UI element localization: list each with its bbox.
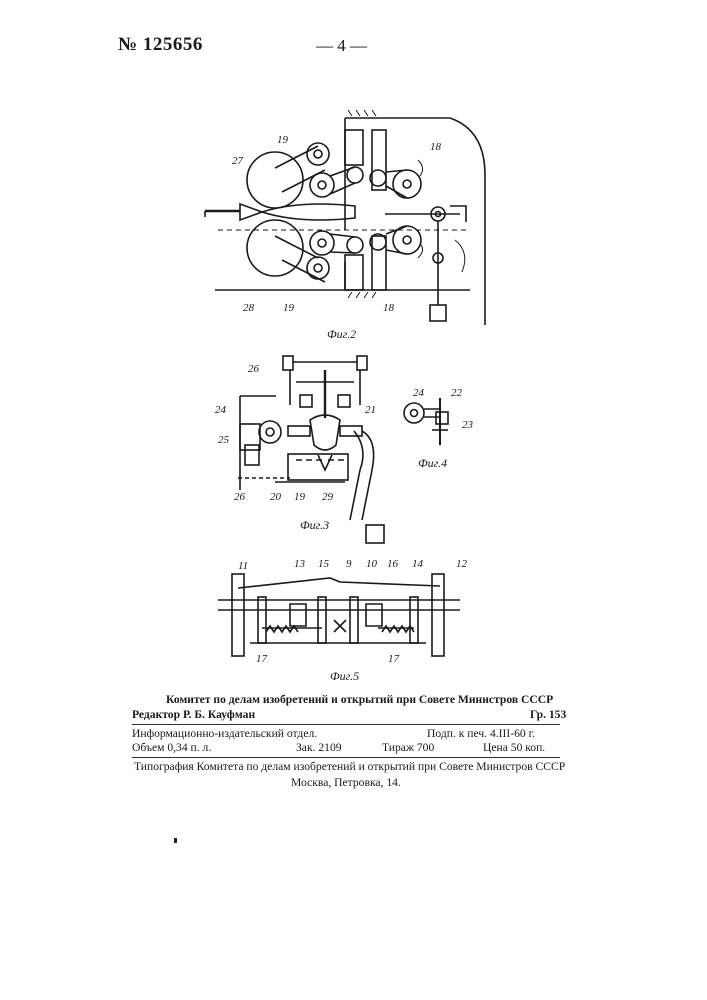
imprint-rule (132, 724, 560, 725)
margin-mark (174, 838, 177, 843)
imprint-order: Зак. 2109 (296, 741, 342, 755)
fig5-label: 15 (318, 558, 330, 570)
fig5-label: 17 (388, 653, 400, 665)
fig5-label: 13 (294, 558, 306, 570)
imprint-printing-house: Типография Комитета по делам изобретений… (134, 760, 565, 774)
imprint-rule (132, 757, 560, 758)
imprint-circulation: Тираж 700 (382, 741, 434, 755)
imprint-editor: Редактор Р. Б. Кауфман (132, 708, 255, 722)
imprint-volume: Объем 0,34 п. л. (132, 741, 211, 755)
fig5-label: 9 (346, 558, 352, 570)
imprint-dept: Информационно-издательский отдел. (132, 727, 317, 741)
imprint-signed: Подп. к печ. 4.III-60 г. (427, 727, 535, 741)
imprint-address: Москва, Петровка, 14. (291, 776, 401, 790)
fig5-label: 11 (238, 560, 248, 572)
fig5-label: 17 (256, 653, 268, 665)
fig5-label: 10 (366, 558, 378, 570)
fig5-caption: Фиг.5 (330, 669, 359, 683)
imprint-committee: Комитет по делам изобретений и открытий … (166, 693, 553, 707)
fig5-label: 16 (387, 558, 399, 570)
fig5-label: 12 (456, 558, 468, 570)
imprint-price: Цена 50 коп. (483, 741, 545, 755)
imprint-group: Гр. 153 (530, 708, 566, 722)
fig5-label: 14 (412, 558, 424, 570)
